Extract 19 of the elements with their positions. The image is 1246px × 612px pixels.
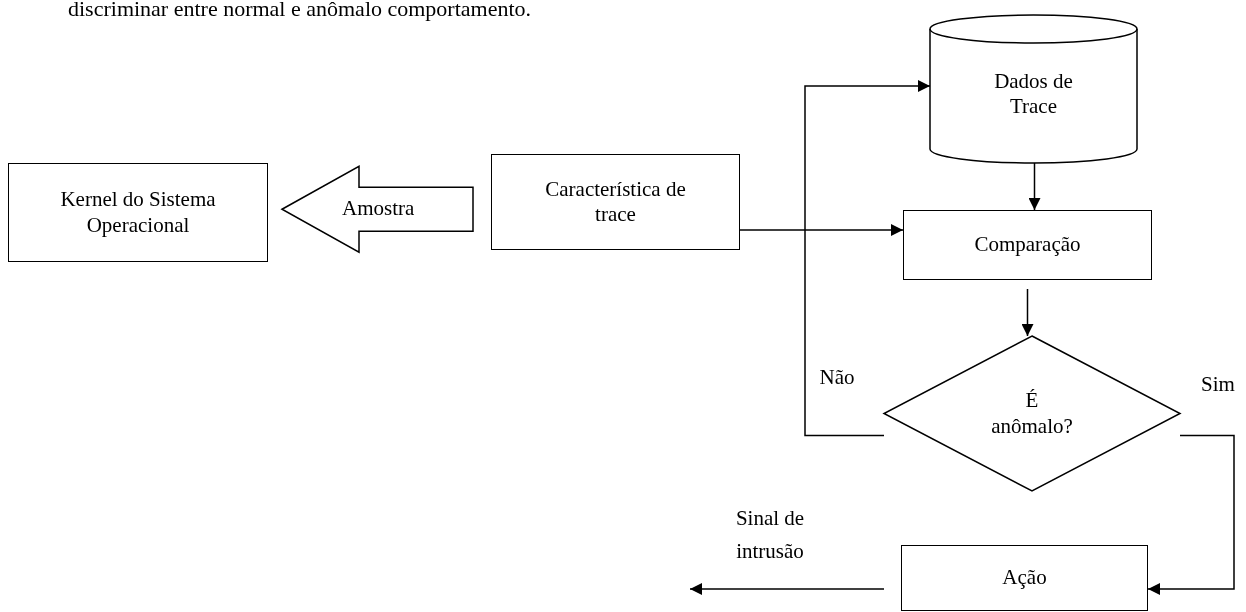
process-box	[8, 163, 268, 262]
edge-label: Amostra	[342, 195, 415, 222]
arrow	[689, 583, 885, 595]
arrow	[1028, 162, 1041, 211]
node-text: Característica de trace	[544, 176, 687, 228]
process-box	[901, 545, 1148, 611]
node-text: Kernel do Sistema Operacional	[59, 187, 217, 238]
process-box	[491, 154, 740, 250]
body-text: discriminar entre normal e anômalo comportamento.	[68, 0, 532, 22]
node-text: É anômalo?	[990, 388, 1074, 439]
node-text: Dados de Trace	[993, 68, 1074, 120]
arrow	[1021, 288, 1034, 337]
arrow	[739, 224, 904, 236]
arrow	[1147, 434, 1235, 595]
block-arrow	[280, 164, 474, 254]
node-text: Comparação	[974, 232, 1081, 258]
node-text: Ação	[1002, 565, 1047, 591]
process-box	[903, 210, 1152, 280]
arrow	[804, 80, 931, 437]
